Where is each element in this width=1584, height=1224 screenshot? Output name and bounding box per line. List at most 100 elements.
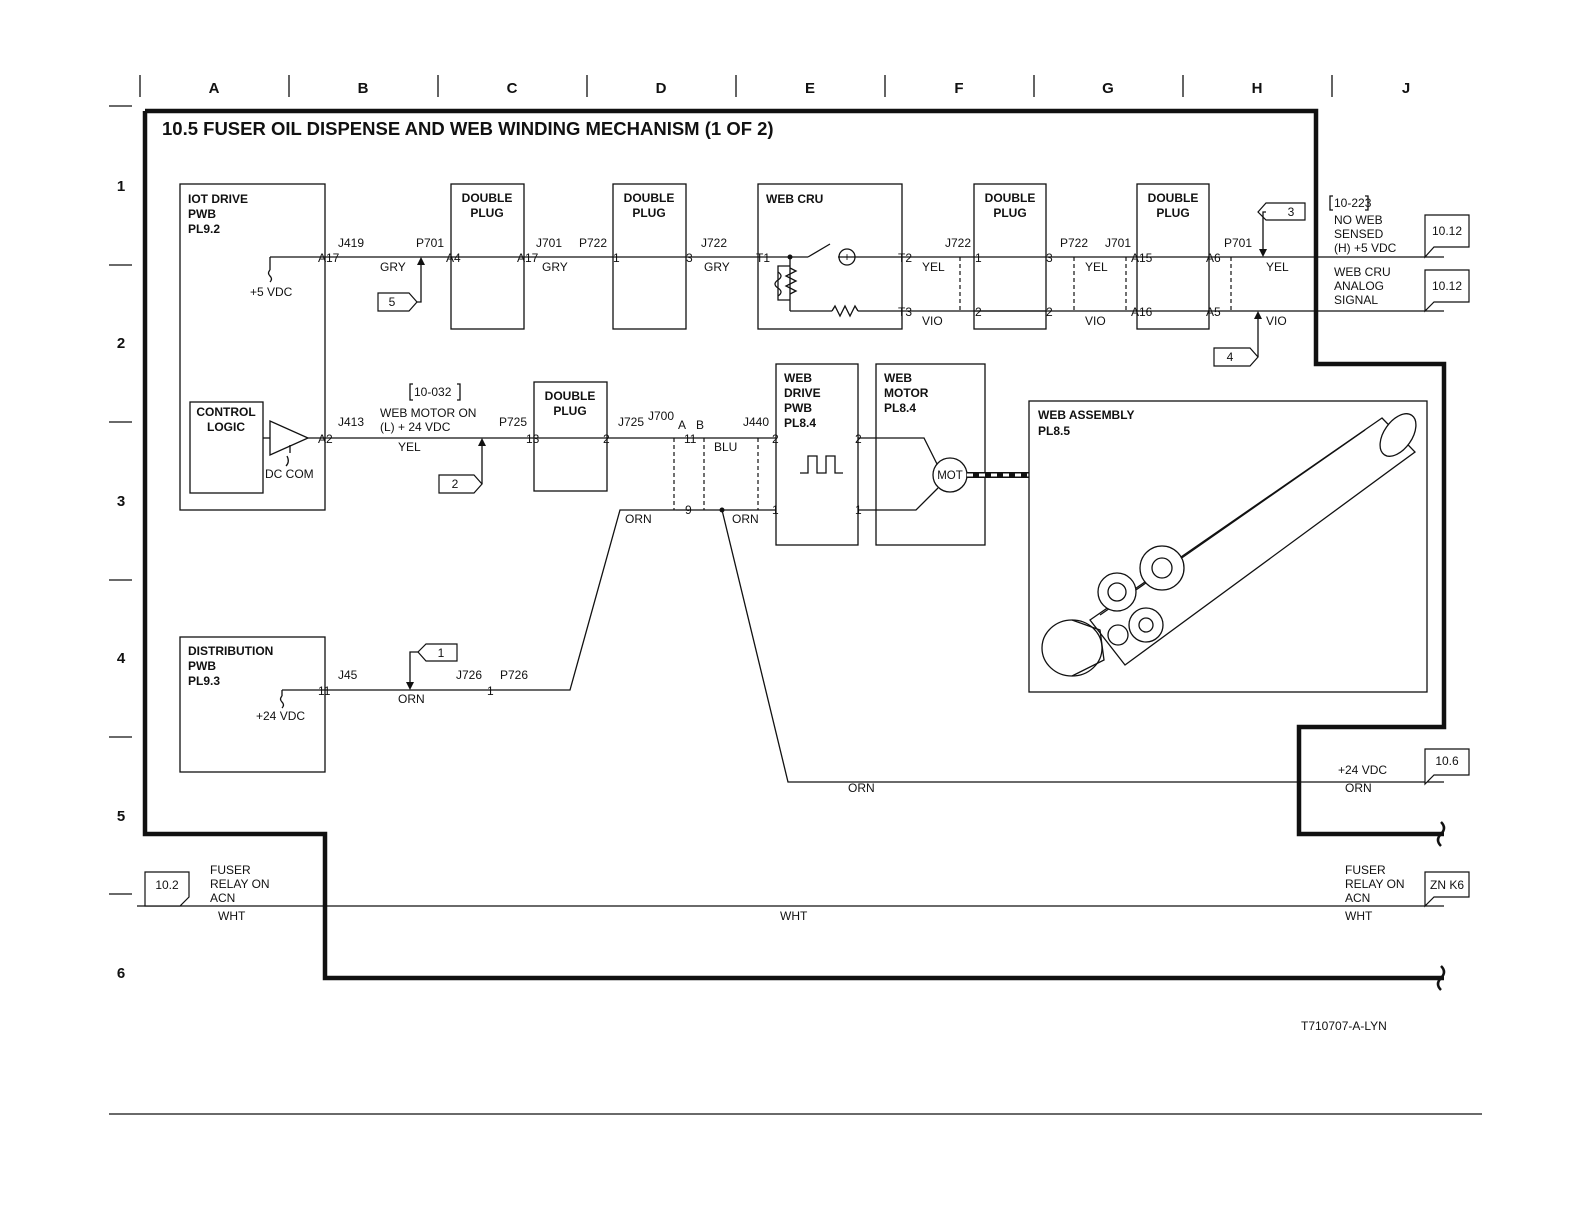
- row-label-6: 6: [117, 965, 125, 982]
- svg-text:VIO: VIO: [1266, 314, 1287, 328]
- svg-text:A6: A6: [1206, 251, 1221, 265]
- svg-text:NO WEB: NO WEB: [1334, 213, 1383, 227]
- svg-text:ORN: ORN: [848, 781, 875, 795]
- svg-text:YEL: YEL: [1085, 260, 1108, 274]
- svg-text:PLUG: PLUG: [993, 206, 1026, 220]
- distribution-pwb: DISTRIBUTION PWB PL9.3: [179, 636, 326, 773]
- svg-text:J413: J413: [338, 415, 364, 429]
- svg-text:WHT: WHT: [218, 909, 246, 923]
- svg-text:VIO: VIO: [922, 314, 943, 328]
- test-point-1: 1: [406, 643, 458, 690]
- signal-web-cru-analog: WEB CRU ANALOG SIGNAL: [1334, 265, 1391, 307]
- svg-text:IOT DRIVE: IOT DRIVE: [188, 192, 248, 206]
- fuser-relay-wire: 10.2 FUSER RELAY ON ACN WHT WHT FUSER RE…: [137, 863, 1470, 923]
- svg-text:SIGNAL: SIGNAL: [1334, 293, 1378, 307]
- web-cru-circuit: +: [758, 243, 902, 318]
- test-point-4: 4: [1213, 311, 1262, 367]
- buffer-amp-icon: DC COM: [263, 419, 314, 481]
- svg-text:WEB CRU: WEB CRU: [1334, 265, 1391, 279]
- svg-text:DOUBLE: DOUBLE: [985, 191, 1036, 205]
- svg-text:GRY: GRY: [380, 260, 406, 274]
- row-1-labels: J419 P701 J701 P722 J722 J722 P722 J701 …: [318, 236, 1289, 328]
- test-point-2: 2: [438, 438, 486, 494]
- svg-text:10-032: 10-032: [414, 385, 452, 399]
- svg-text:11: 11: [318, 684, 331, 698]
- svg-text:PLUG: PLUG: [470, 206, 503, 220]
- svg-text:J701: J701: [1105, 236, 1131, 250]
- svg-text:PLUG: PLUG: [553, 404, 586, 418]
- svg-text:GRY: GRY: [704, 260, 730, 274]
- svg-text:+24 VDC: +24 VDC: [256, 709, 305, 723]
- svg-text:BLU: BLU: [714, 440, 737, 454]
- column-label-b: B: [358, 80, 369, 97]
- svg-text:10.12: 10.12: [1432, 224, 1462, 238]
- svg-text:DC COM: DC COM: [265, 467, 314, 481]
- svg-text:B: B: [696, 418, 704, 432]
- svg-text:2: 2: [603, 432, 610, 446]
- svg-text:ORN: ORN: [1345, 781, 1372, 795]
- column-label-d: D: [656, 80, 667, 97]
- svg-text:J45: J45: [338, 668, 358, 682]
- plus24-right: +24 VDC ORN ORN 10.6: [848, 748, 1470, 795]
- svg-text:FUSER: FUSER: [210, 863, 251, 877]
- drawing-id: T710707-A-LYN: [1301, 1019, 1387, 1033]
- svg-text:10-223: 10-223: [1334, 196, 1372, 210]
- row-label-3: 3: [117, 493, 125, 510]
- svg-text:(L) + 24 VDC: (L) + 24 VDC: [380, 420, 451, 434]
- svg-text:A15: A15: [1131, 251, 1153, 265]
- svg-text:VIO: VIO: [1085, 314, 1106, 328]
- svg-text:WEB MOTOR ON: WEB MOTOR ON: [380, 406, 476, 420]
- svg-text:P722: P722: [579, 236, 607, 250]
- svg-text:P726: P726: [500, 668, 528, 682]
- svg-text:9: 9: [685, 503, 692, 517]
- row-labels: 1 2 3 4 5 6: [109, 105, 132, 982]
- svg-text:1: 1: [855, 503, 862, 517]
- svg-text:J440: J440: [743, 415, 769, 429]
- svg-text:A17: A17: [318, 251, 340, 265]
- svg-text:10.12: 10.12: [1432, 279, 1462, 293]
- svg-text:DOUBLE: DOUBLE: [1148, 191, 1199, 205]
- control-logic: CONTROL LOGIC: [189, 401, 264, 494]
- svg-text:J722: J722: [945, 236, 971, 250]
- signal-web-motor-on: 10-032 WEB MOTOR ON (L) + 24 VDC: [380, 383, 476, 434]
- svg-text:J726: J726: [456, 668, 482, 682]
- column-label-j: J: [1402, 80, 1410, 97]
- svg-text:10.2: 10.2: [155, 878, 179, 892]
- svg-text:GRY: GRY: [542, 260, 568, 274]
- svg-text:P725: P725: [499, 415, 527, 429]
- svg-text:3: 3: [1046, 251, 1053, 265]
- svg-text:3: 3: [686, 251, 693, 265]
- svg-text:LOGIC: LOGIC: [207, 420, 245, 434]
- svg-text:+24 VDC: +24 VDC: [1338, 763, 1387, 777]
- motor-wiring: MOT: [876, 437, 968, 511]
- column-label-a: A: [209, 80, 220, 97]
- svg-text:1: 1: [975, 251, 982, 265]
- svg-text:PL9.3: PL9.3: [188, 674, 220, 688]
- svg-text:T1: T1: [756, 251, 770, 265]
- svg-text:13: 13: [526, 432, 540, 446]
- svg-text:P701: P701: [1224, 236, 1252, 250]
- svg-text:SENSED: SENSED: [1334, 227, 1384, 241]
- svg-text:PWB: PWB: [784, 401, 812, 415]
- svg-text:T3: T3: [898, 305, 912, 319]
- svg-text:ZN K6: ZN K6: [1430, 878, 1464, 892]
- signal-no-web: 10-223 NO WEB SENSED (H) +5 VDC: [1329, 195, 1397, 255]
- svg-text:A16: A16: [1131, 305, 1153, 319]
- svg-text:A17: A17: [517, 251, 539, 265]
- svg-text:ACN: ACN: [210, 891, 235, 905]
- svg-text:DOUBLE: DOUBLE: [462, 191, 513, 205]
- column-label-f: F: [954, 80, 963, 97]
- svg-text:PL9.2: PL9.2: [188, 222, 220, 236]
- svg-text:DISTRIBUTION: DISTRIBUTION: [188, 644, 273, 658]
- svg-text:PLUG: PLUG: [1156, 206, 1189, 220]
- svg-text:RELAY ON: RELAY ON: [210, 877, 270, 891]
- svg-text:PWB: PWB: [188, 207, 216, 221]
- svg-text:1: 1: [772, 503, 779, 517]
- svg-text:YEL: YEL: [1266, 260, 1289, 274]
- svg-text:FUSER: FUSER: [1345, 863, 1386, 877]
- svg-text:ORN: ORN: [625, 512, 652, 526]
- svg-text:ACN: ACN: [1345, 891, 1370, 905]
- svg-text:3: 3: [1288, 205, 1295, 219]
- svg-text:11: 11: [684, 432, 697, 446]
- svg-text:ORN: ORN: [398, 692, 425, 706]
